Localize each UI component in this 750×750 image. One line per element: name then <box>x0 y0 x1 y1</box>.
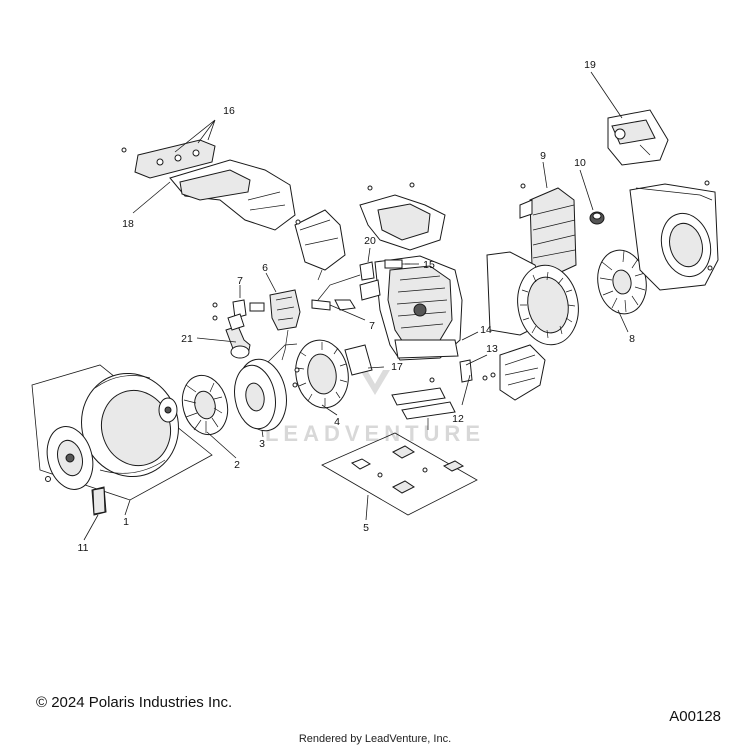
callout-16: 16 <box>223 105 235 117</box>
callout-4: 4 <box>334 416 340 428</box>
watermark-logo: LEADVENTURE <box>265 370 485 446</box>
part-21-elbow <box>225 313 251 359</box>
part-7-brackets <box>212 299 356 321</box>
callout-10: 10 <box>574 157 586 169</box>
part-14-engine-block <box>359 255 463 361</box>
callout-14: 14 <box>480 324 492 336</box>
part-6-ignition-coil <box>249 289 301 361</box>
rendered-by-text: Rendered by LeadVenture, Inc. <box>298 733 452 745</box>
callout-13: 13 <box>486 343 498 355</box>
part-17-base-plate <box>344 344 456 430</box>
part-engine-shroud <box>486 251 579 346</box>
callout-8: 8 <box>629 333 635 345</box>
callout-19: 19 <box>584 59 596 71</box>
callout-labels: 1 2 3 4 5 6 7 7 8 9 10 11 12 13 14 15 16… <box>78 59 636 554</box>
part-air-duct <box>294 209 346 281</box>
callout-9: 9 <box>540 150 546 162</box>
part-12-side-bracket <box>459 344 546 401</box>
callout-20: 20 <box>364 235 376 247</box>
diagram-code: A00128 <box>669 708 721 725</box>
part-5-mounting-feet <box>321 432 478 516</box>
callout-7b: 7 <box>369 320 375 332</box>
callout-1: 1 <box>123 516 129 528</box>
copyright-text: © 2024 Polaris Industries Inc. <box>36 694 233 711</box>
part-top-cover <box>359 182 446 251</box>
part-rear-shroud <box>629 180 719 291</box>
callout-5: 5 <box>363 522 369 534</box>
part-19-control-module <box>607 109 669 166</box>
part-10-cap <box>589 211 605 225</box>
part-20-sensor <box>317 261 375 301</box>
callout-6: 6 <box>262 262 268 274</box>
part-11-handle <box>92 487 106 515</box>
callout-3: 3 <box>259 438 265 450</box>
callout-15: 15 <box>423 259 435 271</box>
part-3-flywheel <box>234 343 298 432</box>
callout-11: 11 <box>78 542 89 554</box>
part-1-starter-housing <box>31 364 213 516</box>
callout-7a: 7 <box>237 275 243 287</box>
callout-12: 12 <box>452 413 464 425</box>
part-18-airbox <box>169 159 301 231</box>
part-16-airbox-cover <box>121 139 216 179</box>
callout-21: 21 <box>181 333 193 345</box>
part-8-cooling-fan <box>597 249 647 315</box>
callout-2: 2 <box>234 459 240 471</box>
part-9-muffler <box>519 183 577 279</box>
watermark-text: LEADVENTURE <box>265 421 485 446</box>
leader-lines <box>83 71 629 541</box>
part-4-stator <box>292 339 349 409</box>
part-2-flywheel-fan <box>158 374 229 436</box>
callout-17: 17 <box>391 361 403 373</box>
callout-18: 18 <box>122 218 134 230</box>
